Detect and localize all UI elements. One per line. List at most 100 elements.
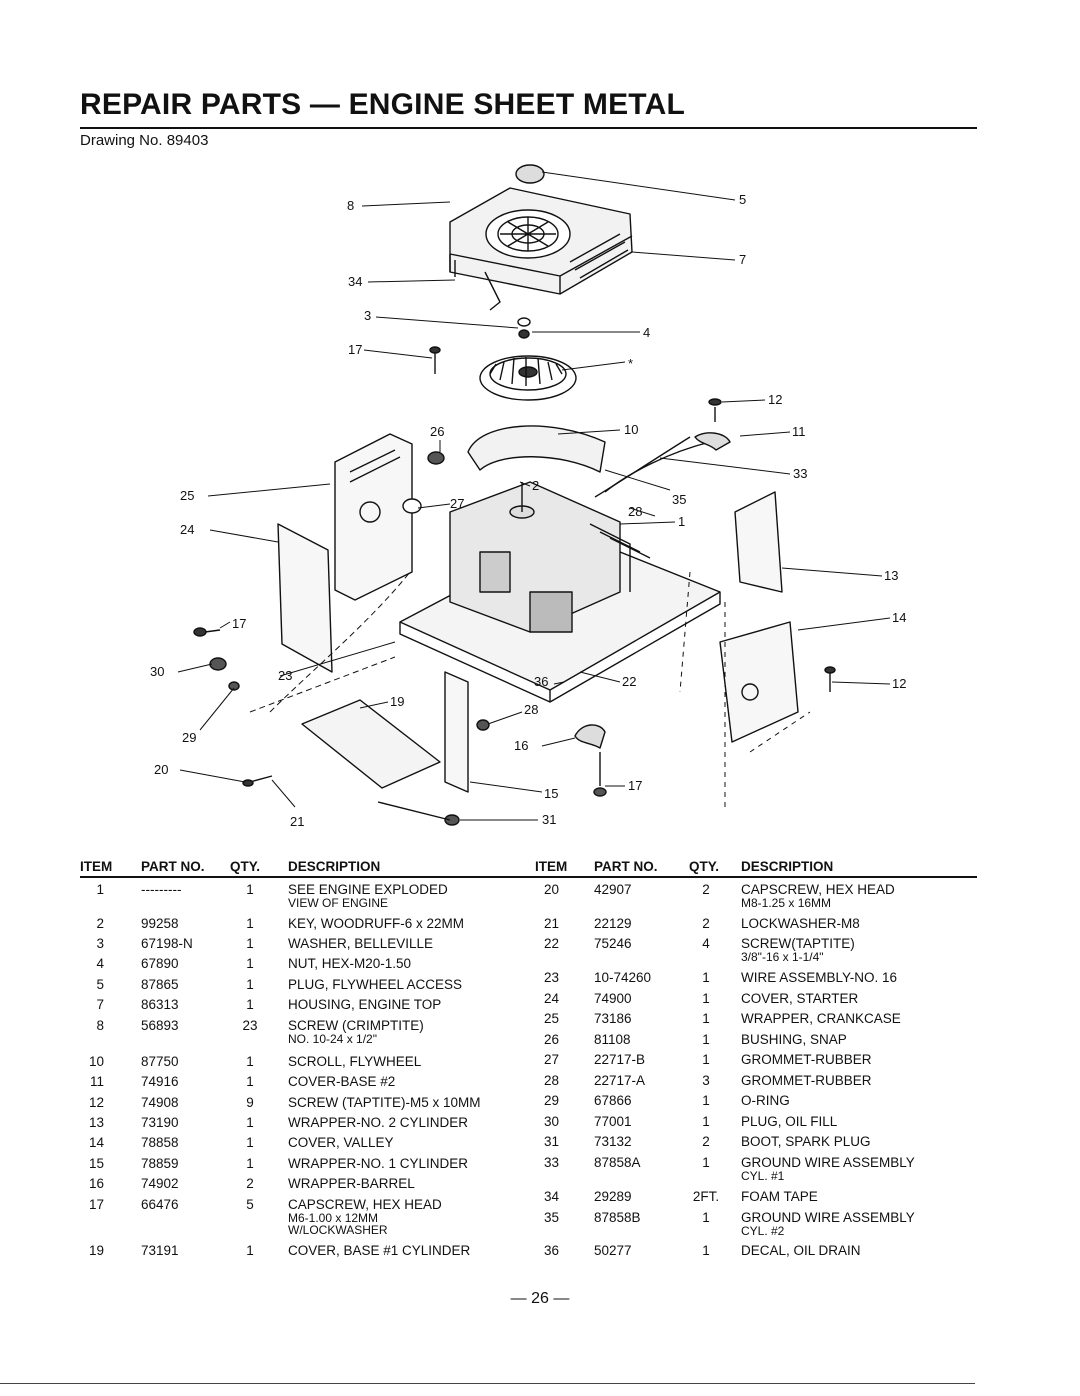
quantity: 1 — [246, 997, 254, 1012]
callout-28: 28 — [628, 504, 642, 519]
description-line: CAPSCREW, HEX HEAD — [741, 882, 895, 897]
description: FOAM TAPE — [741, 1189, 818, 1204]
description: WASHER, BELLEVILLE — [288, 936, 433, 951]
description: NUT, HEX-M20-1.50 — [288, 956, 411, 971]
description-line: O-RING — [741, 1093, 790, 1108]
item-number: 19 — [88, 1243, 104, 1258]
washer-drawing — [517, 317, 531, 327]
table-header-right: ITEM PART NO. QTY. DESCRIPTION — [535, 858, 977, 878]
header-part-no: PART NO. — [141, 859, 205, 874]
description-line: WRAPPER, CRANKCASE — [741, 1011, 901, 1026]
spark-plug-boot-drawing — [444, 814, 460, 826]
callout-15: 15 — [544, 786, 558, 801]
callout-24: 24 — [180, 522, 194, 537]
description: BUSHING, SNAP — [741, 1032, 847, 1047]
description-line: WIRE ASSEMBLY-NO. 16 — [741, 970, 898, 985]
part-number: 73132 — [594, 1134, 632, 1149]
flywheel-scroll-drawing — [467, 425, 606, 473]
crankcase-wrapper-drawing — [334, 433, 422, 601]
callout-13: 13 — [884, 568, 898, 583]
quantity: 1 — [246, 1156, 254, 1171]
description-subline: W/LOCKWASHER — [288, 1223, 388, 1237]
description-line: COVER-BASE #2 — [288, 1074, 396, 1089]
callout-31: 31 — [542, 812, 556, 827]
part-number: 78858 — [141, 1135, 179, 1150]
description: COVER, BASE #1 CYLINDER — [288, 1243, 470, 1258]
quantity: 2 — [246, 1176, 254, 1191]
callout-36: 36 — [534, 674, 548, 689]
part-number: 10-74260 — [594, 970, 652, 985]
description: COVER, VALLEY — [288, 1135, 394, 1150]
item-number: 33 — [543, 1155, 559, 1170]
item-number: 2 — [96, 916, 104, 931]
callout-5: 5 — [739, 192, 746, 207]
quantity: 23 — [242, 1018, 258, 1033]
item-number: 1 — [96, 882, 104, 897]
page-number: — 26 — — [510, 1290, 570, 1307]
callout-33: 33 — [793, 466, 807, 481]
description-line: KEY, WOODRUFF-6 x 22MM — [288, 916, 465, 931]
description-subline: VIEW OF ENGINE — [288, 896, 389, 910]
part-number: 22717-A — [594, 1073, 646, 1088]
quantity: 1 — [246, 956, 254, 971]
quantity: 3 — [702, 1073, 710, 1088]
description-line: SCROLL, FLYWHEEL — [288, 1054, 422, 1069]
description-subline: M8-1.25 x 16MM — [741, 896, 832, 910]
description-line: DECAL, OIL DRAIN — [741, 1243, 861, 1258]
description: PLUG, FLYWHEEL ACCESS — [288, 977, 462, 992]
item-number: 35 — [543, 1210, 559, 1225]
description-subline: 3/8"-16 x 1-1/4" — [741, 950, 824, 964]
quantity: 1 — [246, 1074, 254, 1089]
item-number: 36 — [543, 1243, 559, 1258]
callout-28b: 28 — [524, 702, 538, 717]
item-number: 15 — [88, 1156, 104, 1171]
description: WRAPPER, CRANKCASE — [741, 1011, 901, 1026]
description: SCREW(TAPTITE)3/8"-16 x 1-1/4" — [741, 936, 855, 963]
quantity: 1 — [246, 1243, 254, 1258]
callout-25: 25 — [180, 488, 194, 503]
item-number: 5 — [96, 977, 104, 992]
description-line: LOCKWASHER-M8 — [741, 916, 860, 931]
quantity: 2 — [702, 882, 710, 897]
description: WRAPPER-NO. 2 CYLINDER — [288, 1115, 468, 1130]
callout-19: 19 — [390, 694, 404, 709]
description-line: HOUSING, ENGINE TOP — [288, 997, 442, 1012]
header-description: DESCRIPTION — [288, 859, 381, 874]
part-number: 50277 — [594, 1243, 632, 1258]
callout-30: 30 — [150, 664, 164, 679]
part-number: 78859 — [141, 1156, 179, 1171]
quantity: 1 — [246, 916, 254, 931]
description: O-RING — [741, 1093, 790, 1108]
item-number: 12 — [88, 1095, 104, 1110]
description-line: WRAPPER-BARREL — [288, 1176, 415, 1191]
quantity: 1 — [702, 1210, 710, 1225]
callout-14: 14 — [892, 610, 906, 625]
item-number: 11 — [89, 1074, 104, 1089]
description-line: COVER, STARTER — [741, 991, 859, 1006]
callout-2: 2 — [532, 478, 539, 493]
quantity: 1 — [702, 1243, 710, 1258]
part-number: 66476 — [141, 1197, 179, 1212]
snap-bushing-drawing — [427, 451, 445, 465]
description-line: COVER, BASE #1 CYLINDER — [288, 1243, 471, 1258]
callout-12b: 12 — [892, 676, 906, 691]
callout-27: 27 — [450, 496, 464, 511]
quantity: 1 — [702, 1155, 710, 1170]
item-number: 28 — [543, 1073, 559, 1088]
part-number: 74900 — [594, 991, 632, 1006]
part-number: 29289 — [594, 1189, 632, 1204]
cover-base2-drawing — [694, 432, 731, 451]
description: PLUG, OIL FILL — [741, 1114, 837, 1129]
exploded-parts-diagram: 8 5 7 34 3 4 17 * 12 26 10 11 33 25 27 2… — [150, 152, 940, 840]
part-number: 67866 — [594, 1093, 632, 1108]
description-line: GROUND WIRE ASSEMBLY — [741, 1210, 915, 1225]
description-line: PLUG, OIL FILL — [741, 1114, 838, 1129]
callout-23: 23 — [278, 668, 292, 683]
description-line: FOAM TAPE — [741, 1189, 818, 1204]
description-line: SEE ENGINE EXPLODED — [288, 882, 448, 897]
callout-34: 34 — [348, 274, 362, 289]
